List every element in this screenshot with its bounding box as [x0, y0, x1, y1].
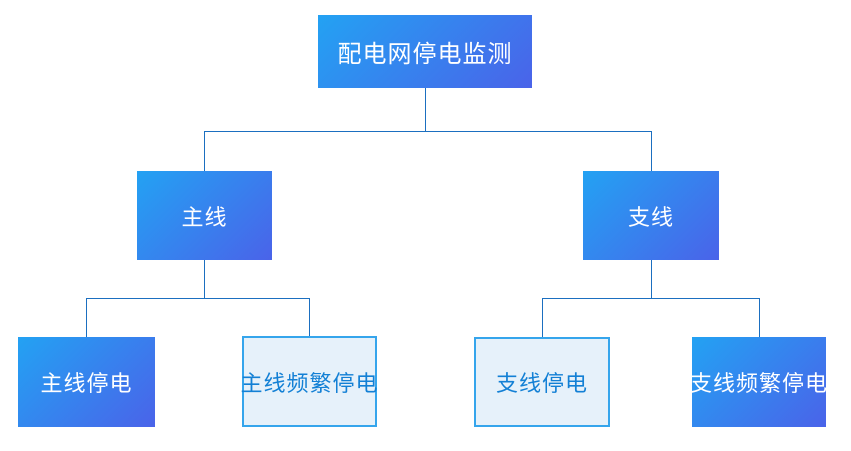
node-branch-line-frequent-outage-label: 支线频繁停电 — [690, 372, 829, 397]
connector-main-outage-drop — [86, 298, 87, 337]
connector-branch-frequent-drop — [759, 298, 760, 337]
node-branch-line-label: 支线 — [627, 205, 674, 231]
node-main-line-outage-label: 主线停电 — [40, 372, 133, 397]
node-main-line-frequent-outage-label: 主线频繁停电 — [240, 371, 379, 397]
node-root-label: 配电网停电监测 — [337, 40, 513, 68]
connector-main-children-rail — [86, 298, 310, 299]
connector-main-stem — [204, 260, 205, 298]
connector-branch-drop — [651, 131, 652, 171]
connector-branch-stem — [651, 260, 652, 298]
node-branch-line[interactable]: 支线 — [583, 171, 719, 260]
node-branch-line-frequent-outage[interactable]: 支线频繁停电 — [690, 337, 829, 427]
node-branch-line-outage[interactable]: 支线停电 — [474, 337, 610, 427]
connector-main-frequent-drop — [309, 298, 310, 336]
node-main-line-frequent-outage[interactable]: 主线频繁停电 — [240, 336, 379, 427]
node-root[interactable]: 配电网停电监测 — [318, 15, 532, 88]
connector-main-drop — [204, 131, 205, 171]
connector-root-stem — [425, 88, 426, 131]
connector-level1-rail — [204, 131, 651, 132]
connector-branch-outage-drop — [542, 298, 543, 337]
connector-branch-children-rail — [542, 298, 759, 299]
node-main-line-label: 主线 — [181, 205, 228, 231]
node-branch-line-outage-label: 支线停电 — [495, 372, 588, 397]
node-main-line-outage[interactable]: 主线停电 — [18, 337, 155, 427]
node-main-line[interactable]: 主线 — [137, 171, 272, 260]
